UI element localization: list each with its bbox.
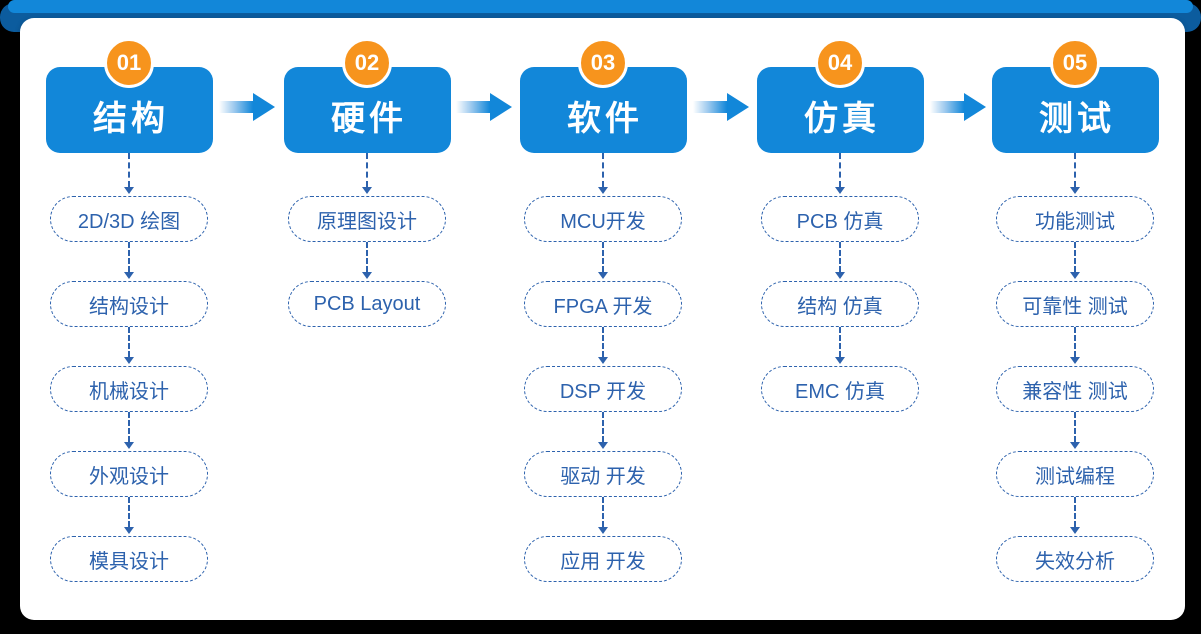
down-arrow-connector-icon bbox=[833, 153, 847, 196]
step-number-badge: 02 bbox=[342, 38, 392, 88]
down-arrow-connector-icon bbox=[596, 412, 610, 451]
step-number: 03 bbox=[590, 50, 616, 75]
task-pill: 测试编程 bbox=[996, 451, 1154, 497]
task-label: 模具设计 bbox=[89, 550, 169, 573]
step-number: 04 bbox=[827, 50, 853, 75]
task-label: PCB Layout bbox=[313, 292, 421, 315]
down-arrow-connector-icon bbox=[360, 153, 374, 196]
stage-title: 软件 bbox=[567, 99, 643, 138]
task-pill: 外观设计 bbox=[50, 451, 208, 497]
task-label: 兼容性 测试 bbox=[1022, 380, 1128, 403]
down-arrow-connector-icon bbox=[833, 242, 847, 281]
task-pill: 可靠性 测试 bbox=[996, 281, 1154, 327]
task-label: 机械设计 bbox=[89, 380, 169, 403]
flow-arrow-icon bbox=[693, 93, 749, 121]
down-arrow-connector-icon bbox=[596, 153, 610, 196]
task-label: MCU开发 bbox=[560, 210, 646, 233]
arrow-tail bbox=[693, 101, 727, 113]
stage-column-hardware: 02 硬件 原理图设计 PCB Layout bbox=[262, 38, 472, 327]
arrow-tail bbox=[219, 101, 253, 113]
down-arrow-connector-icon bbox=[596, 242, 610, 281]
arrow-tail bbox=[456, 101, 490, 113]
down-arrow-connector-icon bbox=[1068, 327, 1082, 366]
task-pill: 结构 仿真 bbox=[761, 281, 919, 327]
stage-box: 结构 bbox=[45, 67, 213, 153]
down-arrow-connector-icon bbox=[833, 327, 847, 366]
task-label: 2D/3D 绘图 bbox=[77, 210, 181, 233]
arrow-head bbox=[964, 93, 986, 121]
arrow-head bbox=[490, 93, 512, 121]
task-pill: PCB Layout bbox=[288, 281, 446, 327]
down-arrow-connector-icon bbox=[122, 412, 136, 451]
task-label: 测试编程 bbox=[1035, 465, 1115, 488]
down-arrow-connector-icon bbox=[1068, 497, 1082, 536]
flow-arrow-icon bbox=[930, 93, 986, 121]
down-arrow-connector-icon bbox=[1068, 242, 1082, 281]
task-label: 应用 开发 bbox=[560, 550, 646, 573]
step-number: 02 bbox=[354, 50, 380, 75]
task-label: 可靠性 测试 bbox=[1022, 295, 1128, 318]
task-label: 驱动 开发 bbox=[560, 465, 646, 488]
task-pill: 兼容性 测试 bbox=[996, 366, 1154, 412]
task-pill: 失效分析 bbox=[996, 536, 1154, 582]
down-arrow-connector-icon bbox=[1068, 412, 1082, 451]
stage-title: 仿真 bbox=[804, 99, 880, 138]
task-label: PCB 仿真 bbox=[796, 210, 884, 233]
task-pill: 驱动 开发 bbox=[524, 451, 682, 497]
task-pill: 原理图设计 bbox=[288, 196, 446, 242]
down-arrow-connector-icon bbox=[360, 242, 374, 281]
task-label: 失效分析 bbox=[1035, 550, 1115, 573]
task-pill: EMC 仿真 bbox=[761, 366, 919, 412]
stage-column-testing: 05 测试 功能测试 可靠性 测试 兼容性 测试 测试编程 失效分析 bbox=[970, 38, 1180, 582]
task-pill: MCU开发 bbox=[524, 196, 682, 242]
step-number-badge: 05 bbox=[1050, 38, 1100, 88]
stage-title: 测试 bbox=[1039, 99, 1115, 138]
stage-column-simulation: 04 仿真 PCB 仿真 结构 仿真 EMC 仿真 bbox=[735, 38, 945, 412]
task-pill: 功能测试 bbox=[996, 196, 1154, 242]
stage-column-software: 03 软件 MCU开发 FPGA 开发 DSP 开发 驱动 开发 应用 开发 bbox=[498, 38, 708, 582]
arrow-tail bbox=[930, 101, 964, 113]
down-arrow-connector-icon bbox=[1068, 153, 1082, 196]
stage-box: 软件 bbox=[519, 67, 687, 153]
task-label: 功能测试 bbox=[1035, 210, 1115, 233]
task-label: 结构设计 bbox=[89, 295, 169, 318]
stage-column-structure: 01 结构 2D/3D 绘图 结构设计 机械设计 外观设计 模具设计 bbox=[24, 38, 234, 582]
task-label: 原理图设计 bbox=[317, 210, 417, 233]
step-number: 05 bbox=[1062, 50, 1088, 75]
arrow-head bbox=[727, 93, 749, 121]
step-number: 01 bbox=[116, 50, 142, 75]
banner-ribbon-bar bbox=[8, 0, 1193, 13]
task-label: FPGA 开发 bbox=[553, 295, 653, 318]
task-pill: FPGA 开发 bbox=[524, 281, 682, 327]
task-pill: 模具设计 bbox=[50, 536, 208, 582]
task-pill: 机械设计 bbox=[50, 366, 208, 412]
step-number-badge: 01 bbox=[104, 38, 154, 88]
step-number-badge: 03 bbox=[578, 38, 628, 88]
down-arrow-connector-icon bbox=[596, 327, 610, 366]
task-pill: DSP 开发 bbox=[524, 366, 682, 412]
flow-arrow-icon bbox=[456, 93, 512, 121]
task-pill: 2D/3D 绘图 bbox=[50, 196, 208, 242]
task-label: DSP 开发 bbox=[559, 380, 647, 403]
down-arrow-connector-icon bbox=[596, 497, 610, 536]
step-number-badge: 04 bbox=[815, 38, 865, 88]
flow-arrow-icon bbox=[219, 93, 275, 121]
down-arrow-connector-icon bbox=[122, 497, 136, 536]
stage-title: 结构 bbox=[93, 99, 169, 138]
task-pill: 结构设计 bbox=[50, 281, 208, 327]
task-label: 外观设计 bbox=[89, 465, 169, 488]
task-pill: 应用 开发 bbox=[524, 536, 682, 582]
down-arrow-connector-icon bbox=[122, 327, 136, 366]
task-pill: PCB 仿真 bbox=[761, 196, 919, 242]
arrow-head bbox=[253, 93, 275, 121]
task-label: EMC 仿真 bbox=[795, 380, 885, 403]
stage-title: 硬件 bbox=[331, 99, 407, 138]
down-arrow-connector-icon bbox=[122, 153, 136, 196]
down-arrow-connector-icon bbox=[122, 242, 136, 281]
task-label: 结构 仿真 bbox=[797, 295, 883, 318]
